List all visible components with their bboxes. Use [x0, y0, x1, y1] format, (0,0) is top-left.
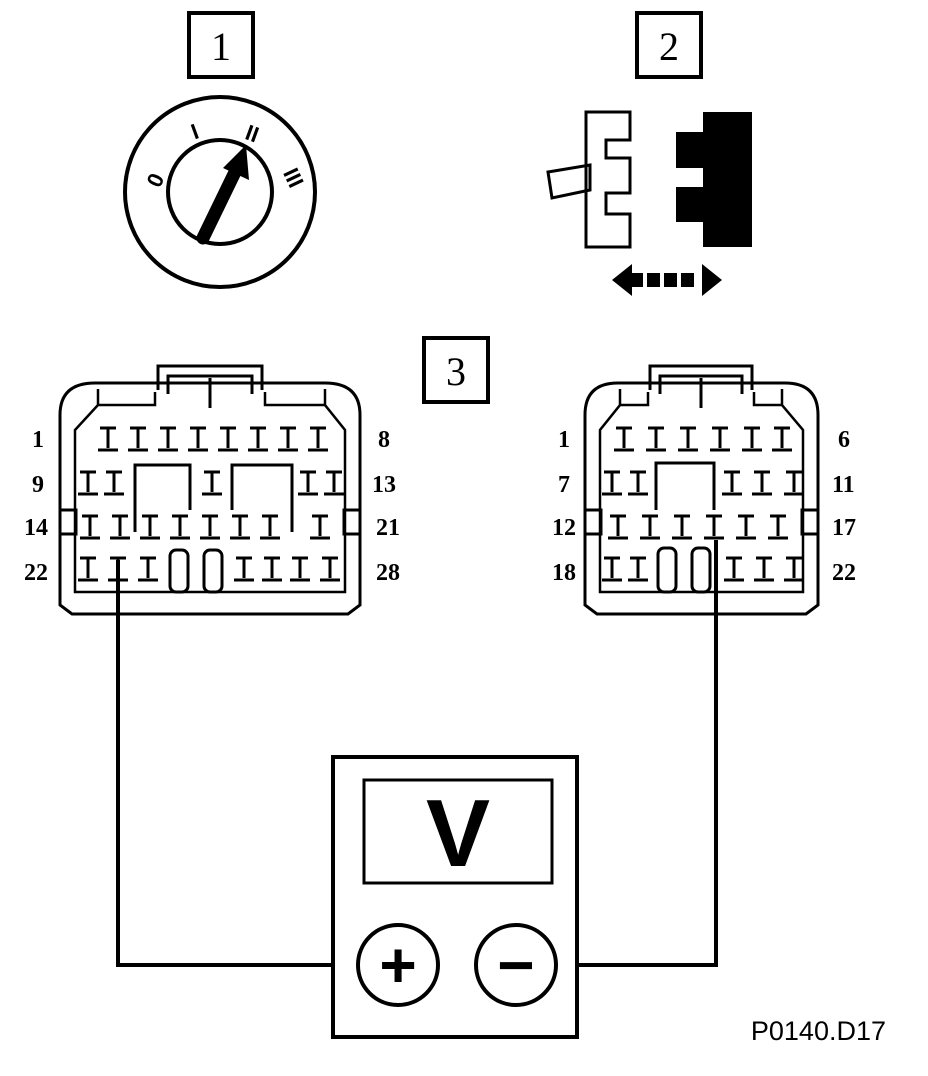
right-connector-row4-start: 18: [552, 560, 576, 586]
positive-test-lead: [116, 560, 358, 967]
ignition-position-2: II: [242, 120, 262, 148]
ignition-position-0: 0: [142, 169, 170, 191]
voltmeter-display: V: [426, 780, 490, 887]
left-connector-row3-start: 14: [24, 515, 48, 541]
left-connector-row2-start: 9: [32, 472, 44, 498]
left-connector-row4-end: 28: [376, 560, 400, 586]
minus-icon: −: [497, 929, 534, 1001]
negative-test-lead: [556, 540, 718, 967]
ignition-switch: 0 I II III: [123, 95, 317, 289]
negative-terminal: −: [474, 923, 558, 1007]
right-connector-row1-start: 1: [558, 427, 570, 453]
connector-right: 1 7 12 18 6 11 17 22: [552, 364, 856, 616]
left-connector-row1-end: 8: [378, 427, 390, 453]
voltmeter: V + −: [331, 755, 579, 1039]
ignition-key-arrow-icon: [196, 145, 249, 245]
double-arrow-icon: [612, 264, 722, 296]
left-connector-row3-end: 21: [376, 515, 400, 541]
right-connector-row2-start: 7: [558, 472, 570, 498]
figure-reference: P0140.D17: [751, 1016, 886, 1046]
left-connector-row1-start: 1: [32, 427, 44, 453]
step-2-number: 2: [659, 24, 679, 69]
right-connector-row3-start: 12: [552, 515, 576, 541]
plus-icon: +: [379, 929, 416, 1001]
connector-disconnect-icon: [546, 110, 752, 296]
ignition-position-1: I: [188, 119, 202, 145]
positive-terminal: +: [356, 923, 440, 1007]
step-1-box: 1: [187, 11, 255, 79]
right-connector-row1-end: 6: [838, 427, 850, 453]
right-connector-row3-end: 17: [832, 515, 856, 541]
step-2-box: 2: [635, 11, 703, 79]
right-connector-row2-end: 11: [832, 472, 855, 498]
right-connector-row4-end: 22: [832, 560, 856, 586]
left-connector-row2-end: 13: [372, 472, 396, 498]
ignition-position-3: III: [278, 164, 308, 191]
step-3-number: 3: [446, 349, 466, 394]
connector-left: 1 9 14 22 8 13 21 28: [24, 364, 400, 616]
step-3-box: 3: [422, 336, 490, 404]
left-connector-row4-start: 22: [24, 560, 48, 586]
step-1-number: 1: [211, 24, 231, 69]
